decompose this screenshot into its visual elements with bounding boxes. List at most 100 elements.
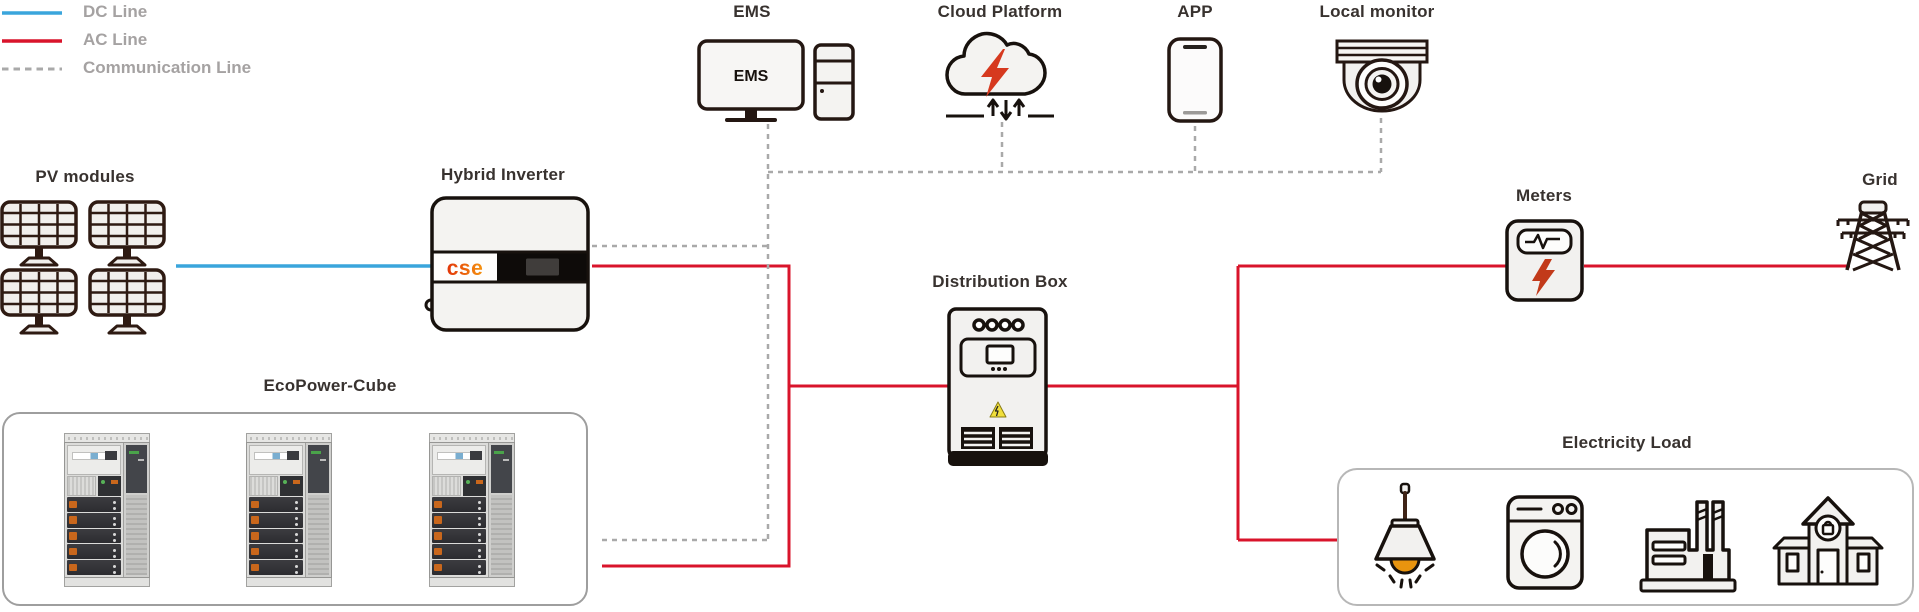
rack-cap <box>429 433 515 442</box>
school-door <box>1816 548 1840 586</box>
rack-breaker-row <box>432 476 486 496</box>
washing-machine-icon <box>1506 495 1584 590</box>
app-label: APP <box>1177 2 1213 21</box>
factory-door <box>1703 554 1713 580</box>
pv-modules-icon <box>0 200 166 335</box>
battery-module <box>249 512 303 528</box>
battery-rack <box>429 433 515 587</box>
rack-base <box>246 578 332 587</box>
cloud-sync-arrows <box>946 98 1054 121</box>
cloud-platform-label: Cloud Platform <box>937 2 1063 21</box>
battery-rack <box>64 433 150 587</box>
meter-waveform <box>1525 233 1560 250</box>
electricity-load-label: Electricity Load <box>1562 433 1692 452</box>
rack-right-column <box>305 443 331 577</box>
ems-screen-text: EMS <box>734 68 769 85</box>
battery-module <box>432 528 486 544</box>
hybrid-inverter-label: Hybrid Inverter <box>441 165 565 184</box>
cloud-lightning-icon <box>981 49 1009 97</box>
rack-breaker-row <box>249 476 303 496</box>
comm-lines <box>2 67 1383 542</box>
cse-logo: cse <box>447 257 484 280</box>
ac-line-inverter-battery <box>592 264 791 568</box>
lamp-icon <box>1374 482 1436 589</box>
rack-body <box>246 442 332 578</box>
battery-module <box>432 560 486 575</box>
rack-control-panel <box>249 445 303 475</box>
battery-module <box>432 497 486 512</box>
rack-left-column <box>430 443 488 577</box>
ac-lines <box>2 39 1850 568</box>
battery-module <box>67 528 121 544</box>
legend-comm-label: Communication Line <box>83 58 252 77</box>
legend-dc-label: DC Line <box>83 2 148 21</box>
grid-tower-icon <box>1836 200 1910 272</box>
pv-panel <box>88 268 166 335</box>
ecopower-cube-label: EcoPower-Cube <box>263 376 397 395</box>
factory-icon <box>1639 500 1737 593</box>
rack-cap <box>246 433 332 442</box>
phone-speaker <box>1183 45 1207 49</box>
indicator-lights <box>972 318 1025 332</box>
battery-module <box>249 560 303 575</box>
local-monitor-camera-icon <box>1335 39 1429 113</box>
pv-panel <box>0 200 78 267</box>
rack-pcs-panel <box>308 445 329 493</box>
control-display <box>985 344 1015 365</box>
rack-body <box>429 442 515 578</box>
lamp-bulb <box>1389 557 1421 575</box>
rack-vent <box>308 495 329 575</box>
vent-grilles <box>961 427 1033 449</box>
battery-module <box>432 544 486 560</box>
cabinet-base <box>948 451 1048 466</box>
cloud-platform-icon <box>945 31 1054 121</box>
electricity-load-container <box>1337 468 1914 606</box>
app-phone-icon <box>1167 37 1223 123</box>
warning-triangle-icon <box>989 401 1007 418</box>
distribution-box-label: Distribution Box <box>932 272 1068 291</box>
legend-ac-label: AC Line <box>83 30 148 49</box>
pv-modules-label: PV modules <box>35 167 135 186</box>
battery-module <box>249 528 303 544</box>
rack-right-column <box>123 443 149 577</box>
rack-control-panel <box>432 445 486 475</box>
hybrid-inverter-icon: cse <box>424 196 590 332</box>
pv-panel <box>88 200 166 267</box>
rack-left-column <box>247 443 305 577</box>
rack-body <box>64 442 150 578</box>
distribution-box-icon <box>947 307 1048 466</box>
rack-pcs-panel <box>126 445 147 493</box>
meter-display <box>1516 228 1573 255</box>
meter-lightning-icon <box>1532 259 1555 296</box>
rack-breaker-row <box>67 476 121 496</box>
ecopower-cube-container <box>2 412 588 606</box>
battery-module <box>67 544 121 560</box>
phone-home-bar <box>1183 111 1207 115</box>
battery-module <box>67 497 121 512</box>
battery-rack <box>246 433 332 587</box>
rack-pcs-panel <box>491 445 512 493</box>
camera-lens <box>1372 74 1392 94</box>
grid-label: Grid <box>1862 170 1898 189</box>
rack-left-column <box>65 443 123 577</box>
rack-vent <box>126 495 147 575</box>
meters-label: Meters <box>1515 186 1573 205</box>
crossarm-top <box>1836 218 1910 226</box>
local-monitor-label: Local monitor <box>1319 2 1435 21</box>
school-window <box>1785 552 1800 573</box>
battery-module <box>249 497 303 512</box>
pv-panel <box>0 268 78 335</box>
lamp-rays <box>1375 563 1435 589</box>
battery-module <box>432 512 486 528</box>
inverter-screen <box>526 258 559 276</box>
meters-icon <box>1505 219 1584 302</box>
ems-icon: EMS <box>697 39 855 122</box>
battery-module <box>249 544 303 560</box>
rack-base <box>429 578 515 587</box>
battery-module <box>67 560 121 575</box>
rack-control-panel <box>67 445 121 475</box>
school-emblem <box>1814 514 1842 542</box>
ems-label: EMS <box>733 2 771 21</box>
